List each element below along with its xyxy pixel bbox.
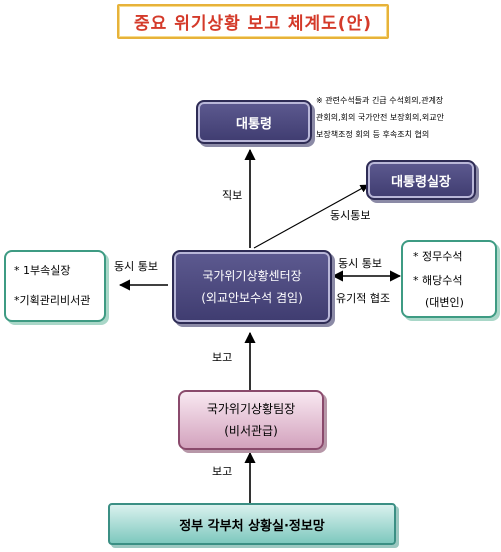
president-label: 대통령 xyxy=(236,116,272,132)
edge-label-simul-notice-mid: 동시 통보 xyxy=(338,257,382,270)
president-box: 대통령 xyxy=(196,100,312,144)
note-text: ※ 관련수석들과 긴급 수석회의,관계장 관회의,회의 국가안전 보장회의,외교… xyxy=(316,92,444,143)
right-recipients-box: * 정무수석 * 해당수석 (대변인) xyxy=(401,240,497,318)
left-recipients-box: * 1부속실장 *기획관리비서관 xyxy=(4,250,106,322)
edge-label-simul-notice-left: 동시 통보 xyxy=(114,260,158,273)
team-lead-title: 국가위기상황팀장 xyxy=(206,402,296,416)
left-item: *기획관리비서관 xyxy=(14,294,91,307)
edge-label-report-upper: 보고 xyxy=(212,351,233,364)
left-item: * 1부속실장 xyxy=(14,264,71,277)
team-lead-subtitle: (비서관급) xyxy=(224,424,278,438)
bottom-label: 정부 각부처 상황실·정보망 xyxy=(179,518,325,534)
center-title: 국가위기상황센터장 xyxy=(202,269,302,283)
center-subtitle: (외교안보수석 겸임) xyxy=(201,291,303,305)
team-lead-box: 국가위기상황팀장 (비서관급) xyxy=(178,390,324,450)
right-item: * 정무수석 xyxy=(413,250,463,263)
note-line: 보장책조정 회의 등 후속조치 협의 xyxy=(316,130,430,139)
edge-label-direct-report: 직보 xyxy=(222,189,243,202)
situation-center-box: 국가위기상황센터장 (외교안보수석 겸임) xyxy=(172,250,332,324)
edge-label-simul-notice: 동시통보 xyxy=(330,209,371,222)
right-item: * 해당수석 xyxy=(413,274,463,287)
edge-label-cooperation: 유기적 협조 xyxy=(336,292,391,305)
note-line: 관회의,회의 국가안전 보장회의,외교안 xyxy=(316,113,444,122)
page-title: 중요 위기상황 보고 체계도(안) xyxy=(117,4,389,39)
chief-of-staff-label: 대통령실장 xyxy=(391,174,451,190)
right-item: (대변인) xyxy=(425,296,464,309)
arrow-center-to-chief xyxy=(253,184,369,249)
government-situation-room-bar: 정부 각부처 상황실·정보망 xyxy=(108,503,396,545)
edge-label-report-lower: 보고 xyxy=(212,465,233,478)
chief-of-staff-box: 대통령실장 xyxy=(366,160,476,200)
note-line: ※ 관련수석들과 긴급 수석회의,관계장 xyxy=(316,96,444,105)
